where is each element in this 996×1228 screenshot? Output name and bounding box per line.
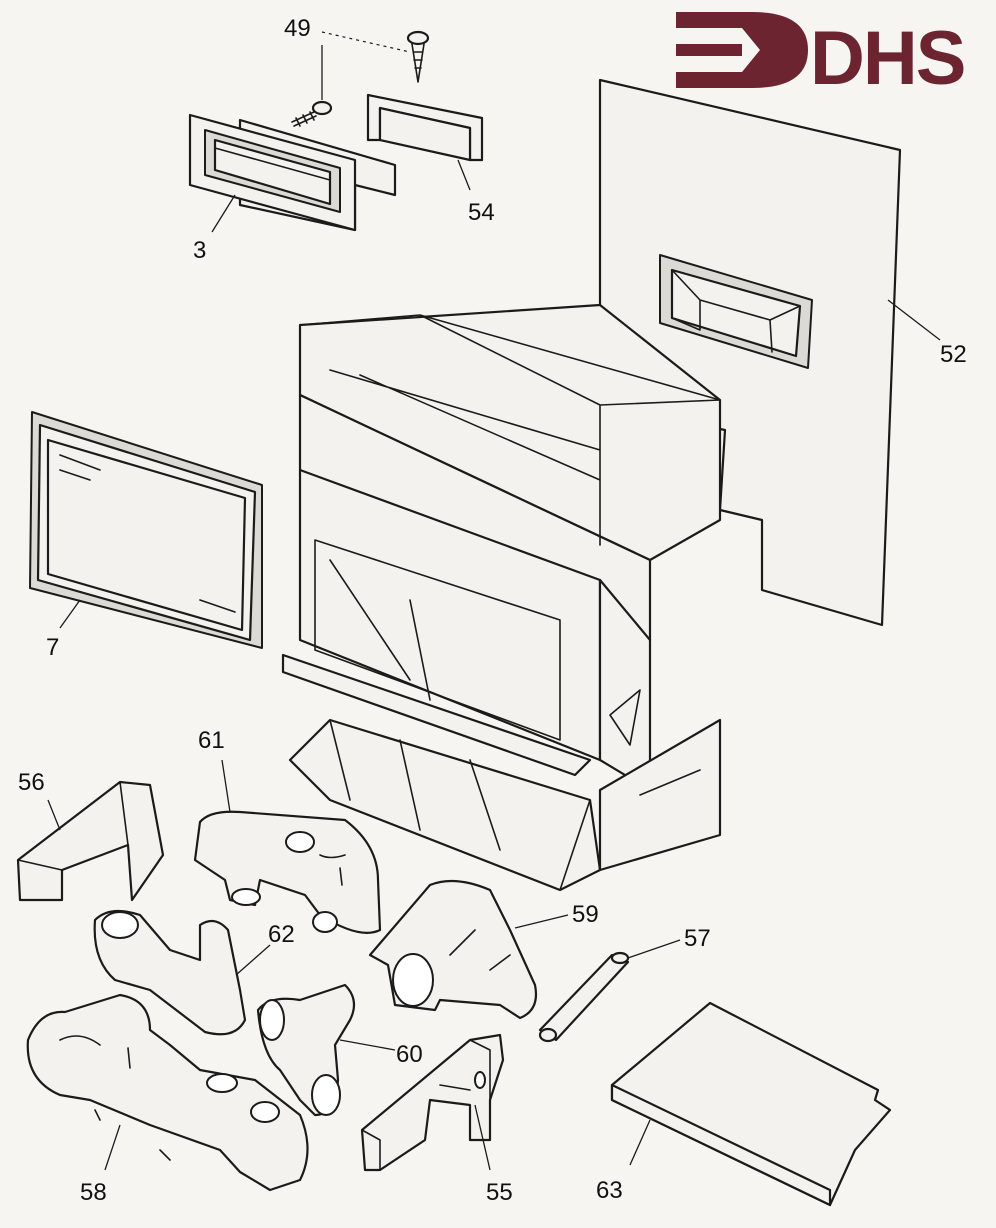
callout-labels: 49 3 54 52 7 61 56 59 57 62 60 58 55 63 bbox=[18, 15, 967, 1206]
main-firebox-body bbox=[281, 303, 722, 892]
callout-59: 59 bbox=[572, 901, 599, 928]
part-49-screws bbox=[291, 30, 430, 127]
callout-61: 61 bbox=[198, 727, 225, 754]
part-61-log bbox=[193, 810, 382, 934]
leader-lines bbox=[47, 31, 941, 1171]
callout-62: 62 bbox=[268, 921, 295, 948]
callout-55: 55 bbox=[486, 1179, 513, 1206]
part-7-glass-frame bbox=[29, 411, 263, 649]
part-56-side-log bbox=[16, 780, 165, 902]
part-54-bracket bbox=[366, 93, 484, 162]
callout-52: 52 bbox=[940, 341, 967, 368]
part-57-rod bbox=[538, 951, 630, 1043]
part-55-log-support bbox=[360, 1033, 505, 1172]
callout-49: 49 bbox=[284, 15, 311, 42]
part-52-back-panel bbox=[598, 78, 902, 627]
part-62-log bbox=[93, 909, 247, 1036]
logo-text: DHS bbox=[810, 16, 964, 101]
logo-arrow-bar bbox=[676, 44, 742, 56]
part-60-log bbox=[256, 983, 356, 1117]
callout-63: 63 bbox=[596, 1177, 623, 1204]
callout-60: 60 bbox=[396, 1041, 423, 1068]
callout-58: 58 bbox=[80, 1179, 107, 1206]
part-59-log bbox=[368, 879, 538, 1020]
part-3-outlet-grille bbox=[188, 113, 397, 232]
part-58-log bbox=[26, 993, 309, 1192]
callout-57: 57 bbox=[684, 925, 711, 952]
callout-3: 3 bbox=[193, 237, 206, 264]
callout-56: 56 bbox=[18, 769, 45, 796]
callout-54: 54 bbox=[468, 199, 495, 226]
callout-7: 7 bbox=[46, 634, 59, 661]
logo-arrow-mark bbox=[676, 12, 808, 88]
part-63-ember-bed bbox=[610, 1001, 892, 1207]
dhs-logo: DHS bbox=[676, 12, 966, 101]
